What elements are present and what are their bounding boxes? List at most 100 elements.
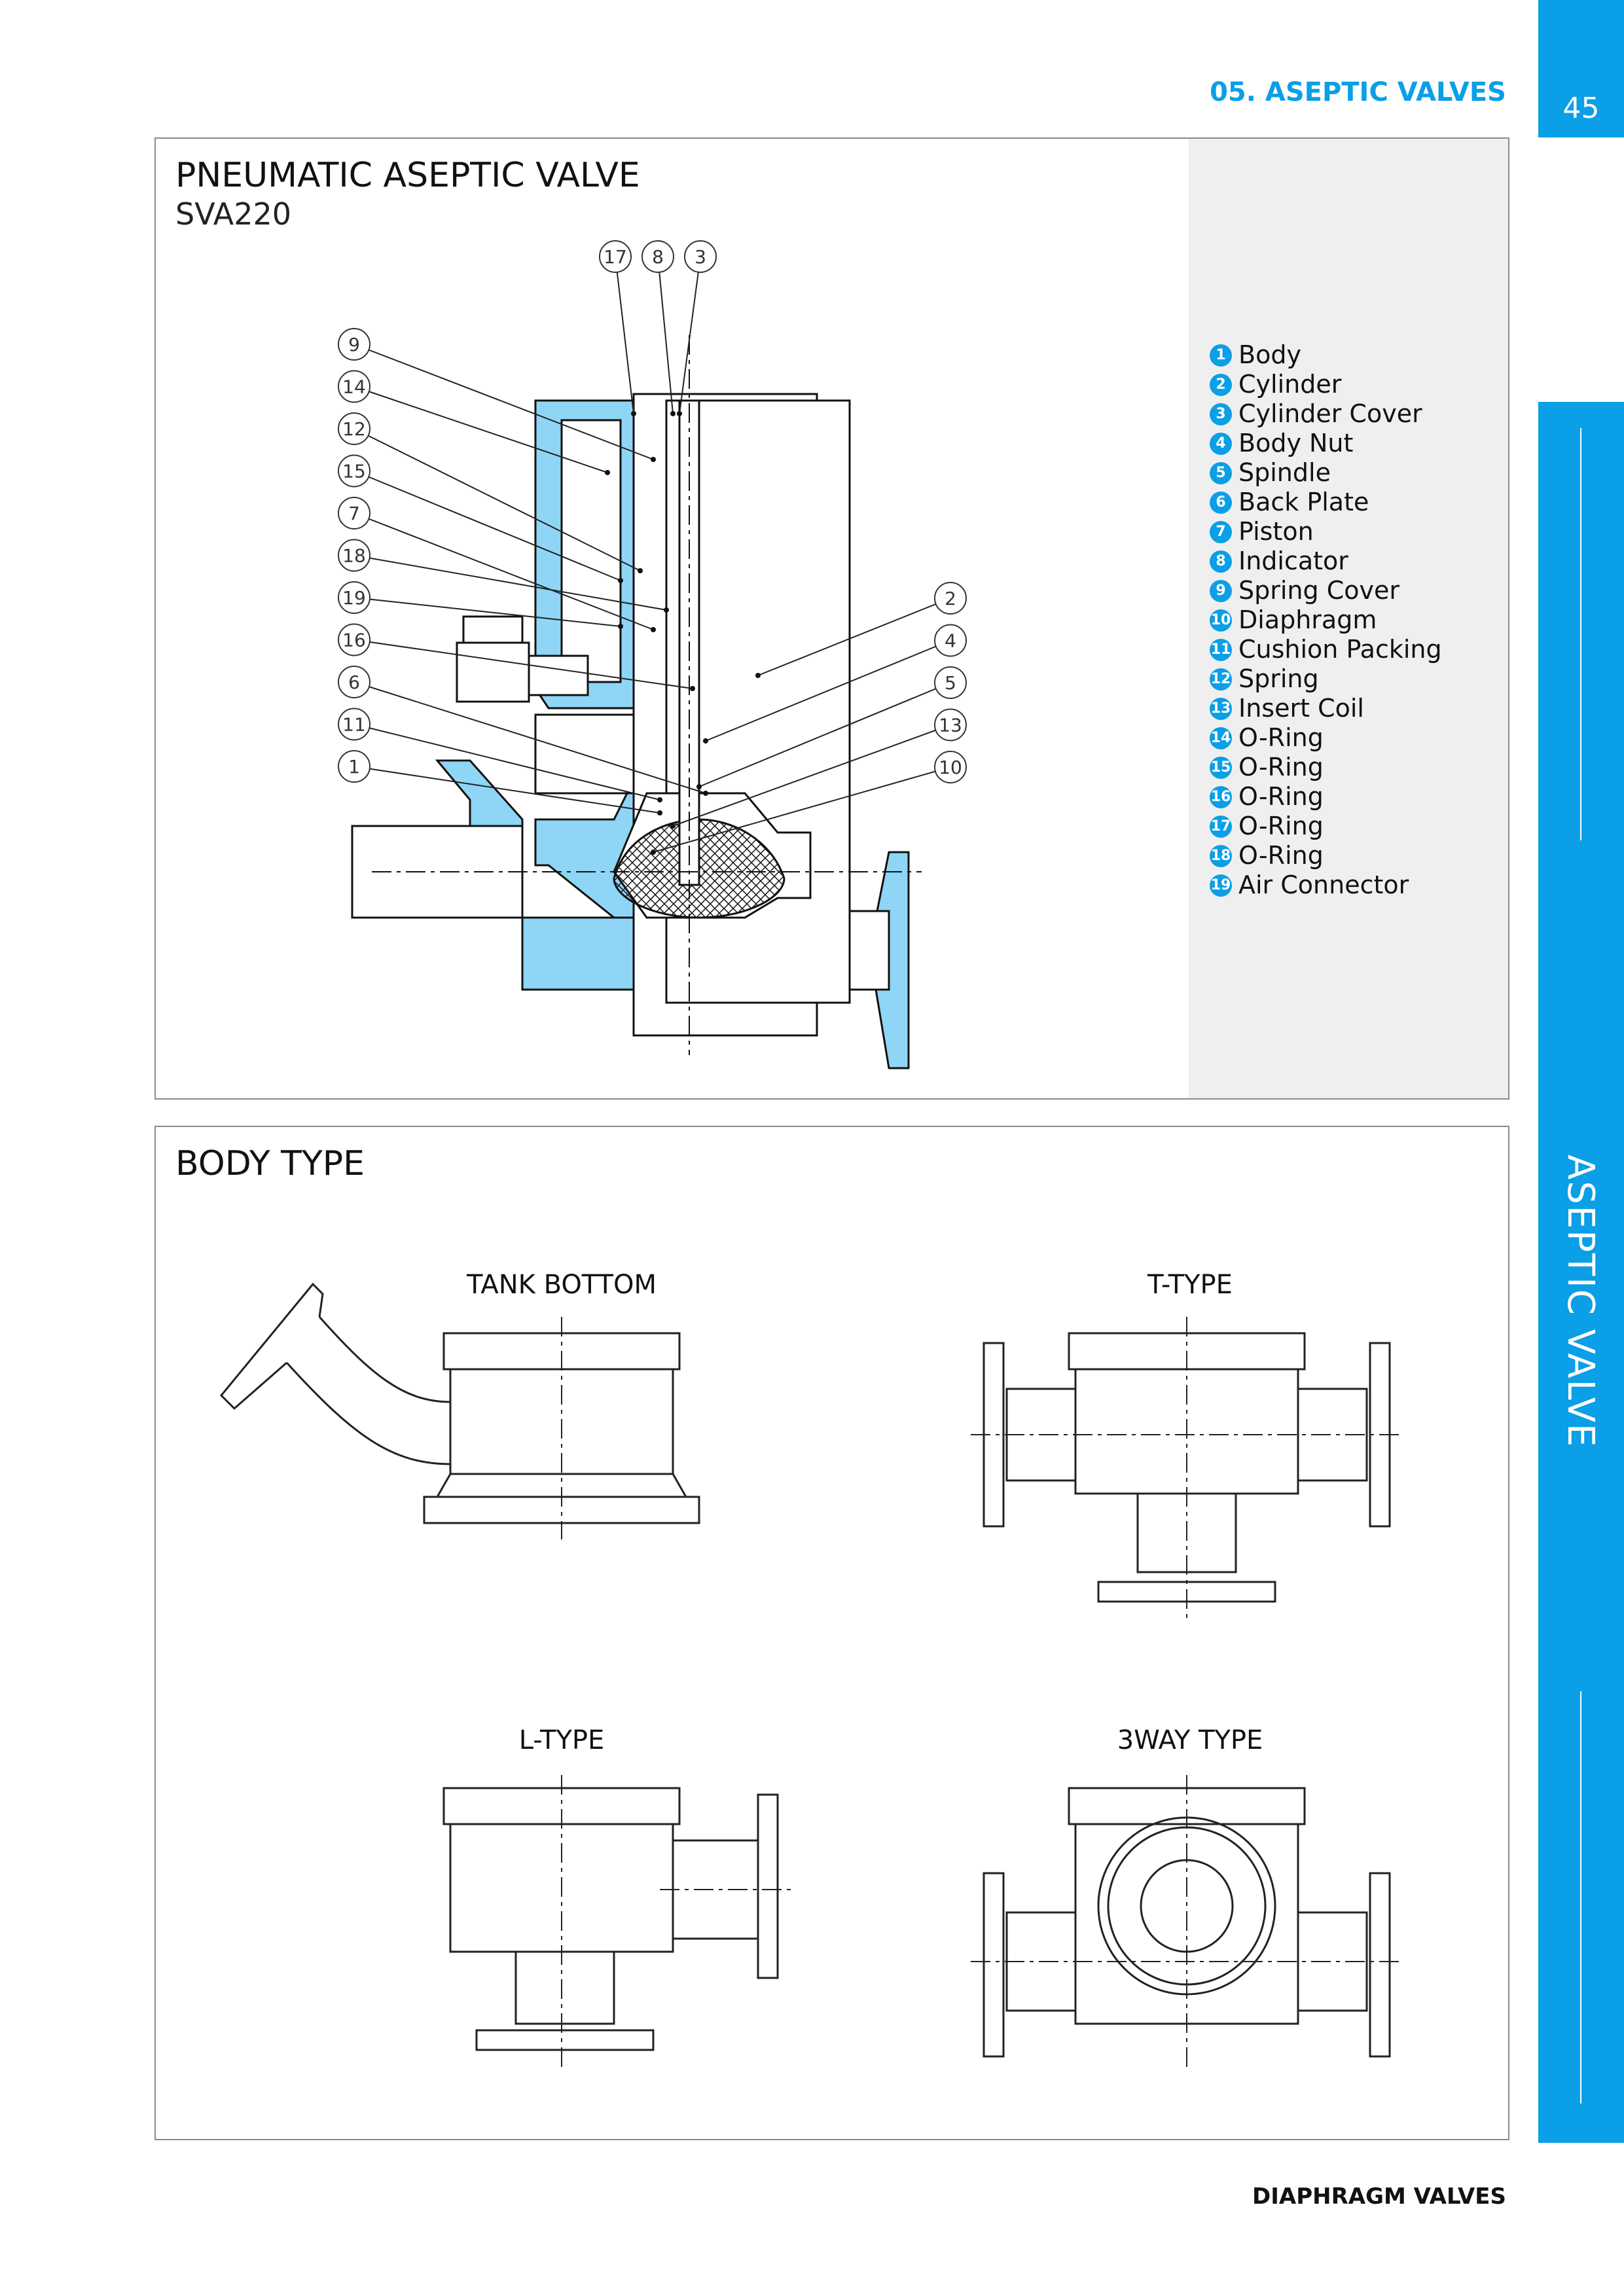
body-type-title: BODY TYPE xyxy=(175,1144,365,1183)
part-number-badge: 2 xyxy=(1210,373,1232,396)
part-name: Body Nut xyxy=(1238,429,1354,457)
callout-3: 3 xyxy=(677,240,717,416)
svg-text:17: 17 xyxy=(604,246,627,268)
parts-list-item: 18 O-Ring xyxy=(1210,841,1442,870)
side-divider-top xyxy=(1580,428,1581,840)
back-plate-cavity xyxy=(534,713,635,795)
part-name: Insert Coil xyxy=(1238,694,1364,723)
3way-type-drawing xyxy=(971,1775,1403,2070)
callout-4: 4 xyxy=(703,624,967,744)
part-number-badge: 18 xyxy=(1210,844,1232,867)
part-number-badge: 14 xyxy=(1210,726,1232,749)
part-number-badge: 6 xyxy=(1210,491,1232,514)
callout-9: 9 xyxy=(338,328,656,462)
parts-list-item: 7 Piston xyxy=(1210,517,1442,547)
label-l-type: L-TYPE xyxy=(518,1725,605,1755)
callout-6: 6 xyxy=(338,666,708,796)
callout-2: 2 xyxy=(755,582,967,678)
svg-text:10: 10 xyxy=(939,757,962,778)
part-name: Diaphragm xyxy=(1238,605,1377,634)
part-number-badge: 19 xyxy=(1210,874,1232,897)
side-tab: ASEPTIC VALVE xyxy=(1538,402,1624,2143)
parts-list-item: 2 Cylinder xyxy=(1210,370,1442,399)
valve-title: PNEUMATIC ASEPTIC VALVE xyxy=(175,156,640,195)
svg-text:2: 2 xyxy=(945,588,956,609)
part-name: Cylinder Cover xyxy=(1238,399,1422,428)
callout-7: 7 xyxy=(338,497,656,632)
callouts-right: 2 4 5 13 10 xyxy=(651,582,967,855)
parts-list-item: 4 Body Nut xyxy=(1210,429,1442,458)
parts-list-item: 6 Back Plate xyxy=(1210,488,1442,517)
part-name: O-Ring xyxy=(1238,812,1324,840)
right-port-bore xyxy=(848,910,890,991)
svg-text:18: 18 xyxy=(342,545,366,567)
svg-text:5: 5 xyxy=(945,672,956,694)
callout-19: 19 xyxy=(338,581,623,629)
parts-list-item: 16 O-Ring xyxy=(1210,782,1442,812)
callout-10: 10 xyxy=(651,751,967,855)
part-name: O-Ring xyxy=(1238,782,1324,811)
callout-14: 14 xyxy=(338,370,610,475)
svg-text:15: 15 xyxy=(342,461,366,482)
parts-list-item: 5 Spindle xyxy=(1210,458,1442,488)
parts-list-item: 3 Cylinder Cover xyxy=(1210,399,1442,429)
svg-text:11: 11 xyxy=(342,714,366,736)
callout-15: 15 xyxy=(338,454,623,583)
part-number-badge: 12 xyxy=(1210,668,1232,691)
svg-text:8: 8 xyxy=(652,246,664,268)
part-number-badge: 4 xyxy=(1210,432,1232,455)
side-divider-bottom xyxy=(1580,1691,1581,2104)
part-name: O-Ring xyxy=(1238,753,1324,781)
spring-cavity xyxy=(560,419,622,683)
callout-16: 16 xyxy=(338,623,695,691)
part-name: Piston xyxy=(1238,517,1314,546)
parts-list-pane xyxy=(1189,139,1508,1098)
page-number: 45 xyxy=(1562,92,1600,125)
section-header: 05. ASEPTIC VALVES xyxy=(1210,77,1506,107)
l-type-drawing xyxy=(442,1775,791,2070)
callout-13: 13 xyxy=(670,708,967,829)
part-number-badge: 7 xyxy=(1210,520,1232,543)
valve-model: SVA220 xyxy=(175,196,291,232)
svg-text:1: 1 xyxy=(348,756,360,778)
part-name: Spindle xyxy=(1238,458,1331,487)
part-number-badge: 5 xyxy=(1210,461,1232,484)
parts-list-item: 12 Spring xyxy=(1210,664,1442,694)
svg-text:13: 13 xyxy=(939,715,962,736)
body-type-drawings xyxy=(219,1282,1403,2070)
part-name: Spring Cover xyxy=(1238,576,1399,605)
label-t-type: T-TYPE xyxy=(1147,1270,1233,1300)
callout-8: 8 xyxy=(641,240,676,416)
callout-18: 18 xyxy=(338,539,669,613)
svg-text:12: 12 xyxy=(342,418,366,440)
part-number-badge: 16 xyxy=(1210,785,1232,808)
part-name: O-Ring xyxy=(1238,841,1324,870)
part-number-badge: 8 xyxy=(1210,550,1232,573)
footer-label: DIAPHRAGM VALVES xyxy=(1252,2183,1506,2210)
parts-list-item: 11 Cushion Packing xyxy=(1210,635,1442,664)
part-name: Back Plate xyxy=(1238,488,1369,516)
callout-1: 1 xyxy=(338,750,662,816)
air-connector xyxy=(456,615,589,703)
svg-text:19: 19 xyxy=(342,587,366,609)
part-name: Body xyxy=(1238,340,1301,369)
svg-text:4: 4 xyxy=(945,630,956,652)
part-name: Cushion Packing xyxy=(1238,635,1442,664)
callout-11: 11 xyxy=(338,708,662,802)
part-name: Spring xyxy=(1238,664,1319,693)
part-name: Cylinder xyxy=(1238,370,1342,399)
page-number-tab: 45 xyxy=(1538,0,1624,137)
part-number-badge: 11 xyxy=(1210,638,1232,661)
part-number-badge: 3 xyxy=(1210,403,1232,425)
body-type-panel: BODY TYPE TANK BOTTOM T-TYPE L-TYPE 3WAY… xyxy=(154,1126,1509,2140)
